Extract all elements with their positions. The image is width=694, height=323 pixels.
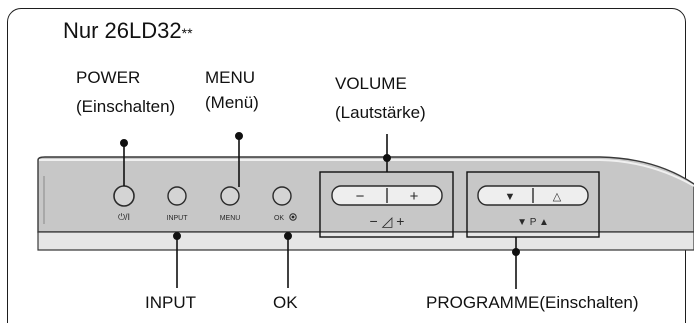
input-callout: INPUT [145,293,196,312]
ok-dot-icon [289,213,297,221]
input-leader-dot [173,232,182,241]
power-symbol-label: ⏻/I [118,212,130,222]
volume-callout-line2: (Lautstärke) [335,103,426,122]
panel-lower-strip [37,231,694,251]
programme-down-key[interactable]: ▼ [505,191,516,203]
programme-highlight-box [466,171,600,238]
menu-callout-line2: (Menü) [205,93,259,112]
volume-minus-key[interactable]: − [356,188,365,205]
power-callout-line2: (Einschalten) [76,97,176,116]
ok-leader-dot [283,232,292,241]
menu-callout-line1: MENU [205,68,256,87]
input-button[interactable] [167,186,187,206]
power-callout-line1: POWER [76,68,141,87]
programme-leader-dot [511,248,520,257]
programme-callout: PROGRAMME(Einschalten) [426,293,639,312]
power-button[interactable] [113,185,135,207]
volume-callout-line1: VOLUME [335,74,407,93]
menu-printed-label: MENU [220,215,241,222]
menu-leader-dot [235,132,244,141]
menu-button[interactable] [220,186,240,206]
volume-plus-key[interactable]: + [410,188,419,205]
diagram-frame [7,8,686,323]
power-leader-dot [120,139,129,148]
panel-highlight [39,159,694,187]
volume-printed-row: − ◿ + [370,213,405,229]
volume-leader-dot [382,154,391,163]
model-title: Nur 26LD32** [63,20,193,42]
programme-up-key[interactable]: △ [553,191,562,203]
model-title-text: Nur 26LD32 [63,18,182,43]
ok-printed-label: OK [274,215,284,222]
model-title-suffix: ** [181,25,193,41]
programme-printed-row: ▼ P ▲ [517,217,549,228]
input-printed-label: INPUT [167,215,189,222]
ok-dot-core-icon [291,215,295,219]
ok-callout: OK [273,293,298,312]
ok-button[interactable] [272,186,292,206]
